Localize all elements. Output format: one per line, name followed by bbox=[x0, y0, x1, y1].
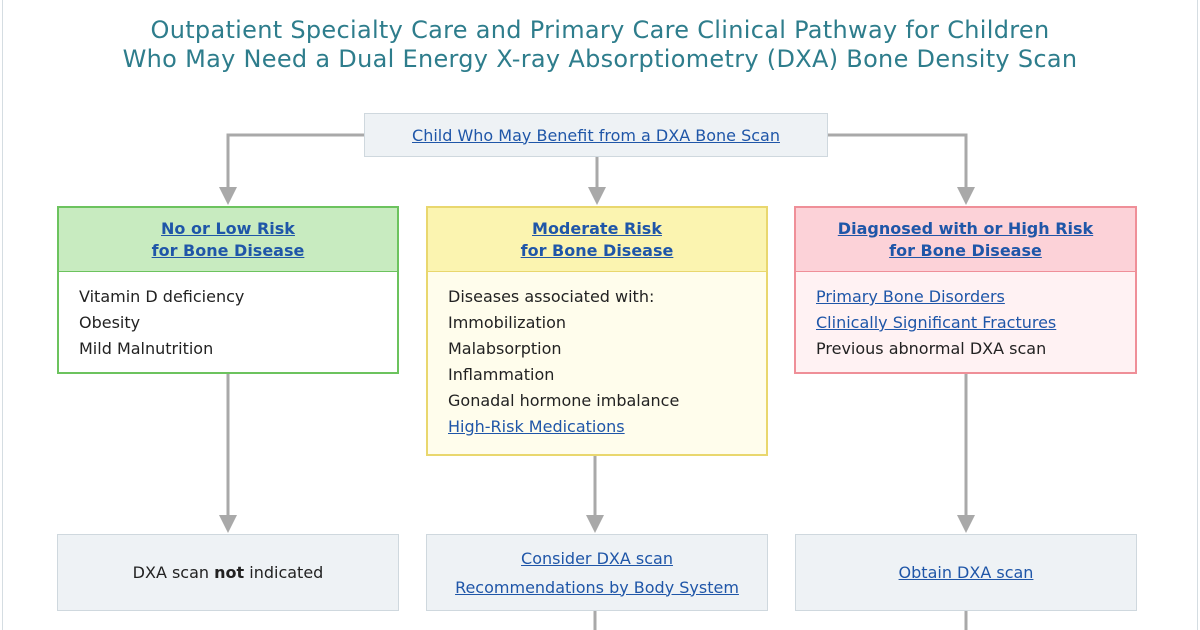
low-risk-result-text: DXA scan not indicated bbox=[133, 558, 324, 587]
low-risk-item: Mild Malnutrition bbox=[79, 339, 214, 358]
page-title-line-2: Who May Need a Dual Energy X-ray Absorpt… bbox=[122, 45, 1078, 73]
low-risk-item: Vitamin D deficiency bbox=[79, 287, 245, 306]
frame-right-edge bbox=[1197, 0, 1198, 630]
result-emphasis: not bbox=[214, 563, 245, 582]
result-prefix: DXA scan bbox=[132, 563, 215, 582]
low-risk-title-line-2[interactable]: for Bone Disease bbox=[151, 240, 305, 260]
moderate-risk-header: Moderate Risk for Bone Disease bbox=[428, 208, 766, 272]
high-risk-title-line-1[interactable]: Diagnosed with or High Risk bbox=[837, 218, 1094, 238]
low-risk-item: Obesity bbox=[79, 313, 141, 332]
recommendations-by-body-system-link[interactable]: Recommendations by Body System bbox=[455, 577, 739, 597]
result-suffix: indicated bbox=[244, 563, 324, 582]
start-node-link[interactable]: Child Who May Benefit from a DXA Bone Sc… bbox=[412, 125, 780, 145]
high-risk-title-line-2[interactable]: for Bone Disease bbox=[889, 240, 1042, 260]
low-risk-list: Vitamin D deficiency Obesity Mild Malnut… bbox=[59, 272, 397, 362]
start-node: Child Who May Benefit from a DXA Bone Sc… bbox=[364, 113, 828, 157]
moderate-risk-item: Malabsorption bbox=[448, 339, 562, 358]
low-risk-title-line-1[interactable]: No or Low Risk bbox=[161, 218, 295, 238]
moderate-risk-item: Inflammation bbox=[448, 365, 555, 384]
high-risk-medications-link[interactable]: High-Risk Medications bbox=[448, 417, 625, 436]
connector-start-to-low bbox=[219, 133, 364, 205]
primary-bone-disorders-link[interactable]: Primary Bone Disorders bbox=[816, 287, 1005, 306]
frame-left-edge bbox=[2, 0, 3, 630]
moderate-risk-item: Gonadal hormone imbalance bbox=[448, 391, 680, 410]
moderate-risk-title-line-1[interactable]: Moderate Risk bbox=[532, 218, 662, 238]
clinically-significant-fractures-link[interactable]: Clinically Significant Fractures bbox=[816, 313, 1057, 332]
moderate-risk-result: Consider DXA scan Recommendations by Bod… bbox=[426, 534, 768, 611]
high-risk-header: Diagnosed with or High Risk for Bone Dis… bbox=[796, 208, 1135, 272]
low-risk-header: No or Low Risk for Bone Disease bbox=[59, 208, 397, 272]
high-risk-list: Primary Bone Disorders Clinically Signif… bbox=[796, 272, 1135, 362]
moderate-risk-title-line-2[interactable]: for Bone Disease bbox=[520, 240, 674, 260]
obtain-dxa-scan-link[interactable]: Obtain DXA scan bbox=[898, 563, 1034, 582]
moderate-risk-item: Immobilization bbox=[448, 313, 567, 332]
high-risk-item: Previous abnormal DXA scan bbox=[816, 339, 1047, 358]
moderate-risk-list: Diseases associated with: Immobilization… bbox=[428, 272, 766, 440]
consider-dxa-scan-link[interactable]: Consider DXA scan bbox=[521, 548, 673, 568]
moderate-risk-intro: Diseases associated with: bbox=[448, 287, 655, 306]
high-risk-result: Obtain DXA scan bbox=[795, 534, 1137, 611]
connector-start-to-high bbox=[828, 133, 975, 205]
low-risk-result: DXA scan not indicated bbox=[57, 534, 399, 611]
page-title-line-1: Outpatient Specialty Care and Primary Ca… bbox=[150, 16, 1050, 44]
